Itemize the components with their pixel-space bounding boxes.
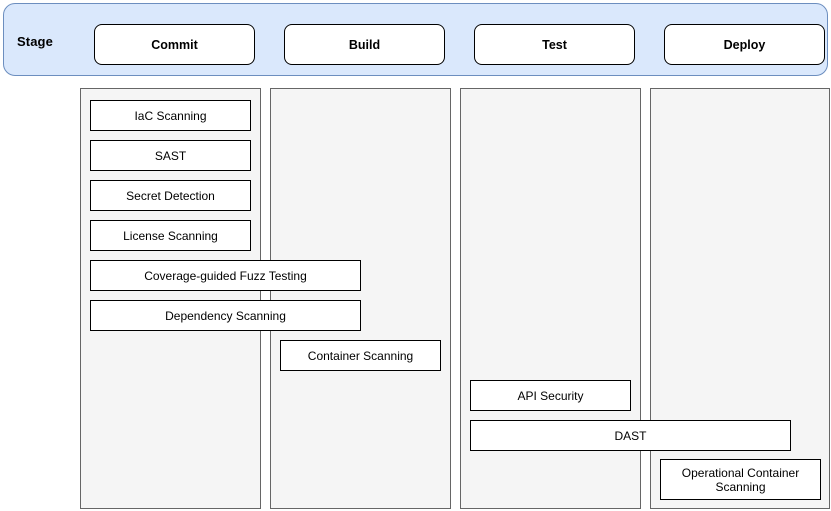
stage-box-test[interactable]: Test [474, 24, 635, 65]
activity-box-dast[interactable]: DAST [470, 420, 791, 451]
activity-box-iac-scanning[interactable]: IaC Scanning [90, 100, 251, 131]
stage-box-deploy[interactable]: Deploy [664, 24, 825, 65]
stage-box-commit[interactable]: Commit [94, 24, 255, 65]
stage-row-label: Stage [17, 34, 53, 49]
activity-box-license-scanning[interactable]: License Scanning [90, 220, 251, 251]
activity-box-secret-detection[interactable]: Secret Detection [90, 180, 251, 211]
activity-box-coverage-guided-fuzz-testing[interactable]: Coverage-guided Fuzz Testing [90, 260, 361, 291]
activity-box-operational-container-scanning[interactable]: Operational Container Scanning [660, 459, 821, 500]
activity-box-sast[interactable]: SAST [90, 140, 251, 171]
activity-box-dependency-scanning[interactable]: Dependency Scanning [90, 300, 361, 331]
activity-box-api-security[interactable]: API Security [470, 380, 631, 411]
activity-box-container-scanning[interactable]: Container Scanning [280, 340, 441, 371]
stage-box-build[interactable]: Build [284, 24, 445, 65]
lane-build [270, 88, 451, 509]
stage-header-band: Stage Commit Build Test Deploy [3, 3, 828, 76]
